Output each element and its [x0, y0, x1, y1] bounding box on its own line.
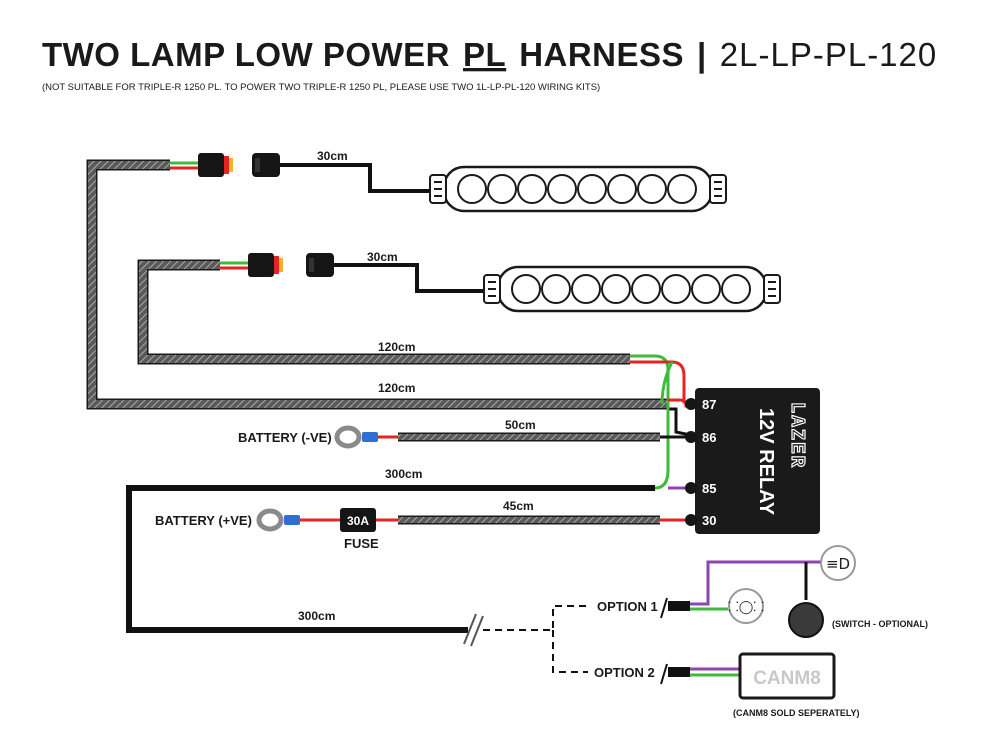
svg-text:⸬◯⸬: ⸬◯⸬ — [728, 600, 764, 615]
cable-break-mark — [463, 613, 477, 645]
lamp2-lead — [334, 263, 492, 293]
title-note: (NOT SUITABLE FOR TRIPLE-R 1250 PL. TO P… — [42, 82, 600, 93]
relay-label: 12V RELAY — [755, 408, 777, 516]
light-bar-icon — [482, 265, 782, 313]
title-main: TWO LAMP LOW POWER — [42, 36, 450, 73]
svg-text:≡D: ≡D — [826, 555, 850, 573]
lamp2-harness — [139, 261, 630, 363]
switch-lead-bottom-length: 300cm — [298, 609, 335, 623]
lamp1-harness-length: 120cm — [378, 381, 415, 395]
switch-note: (SWITCH - OPTIONAL) — [832, 619, 928, 629]
relay-brand: LAZER — [786, 402, 808, 469]
lamp1-female-plug — [198, 153, 233, 177]
title-harness: HARNESS — [519, 36, 684, 73]
switch-lead-top-length: 300cm — [385, 467, 422, 481]
lamp1-harness — [88, 161, 668, 408]
canm8-label: CANM8 — [753, 668, 821, 689]
lamp1-male-plug — [252, 153, 280, 177]
lamp2-harness-length: 120cm — [378, 340, 415, 354]
page-title: TWO LAMP LOW POWER PL HARNESS | 2L-LP-PL… — [42, 36, 937, 73]
lamp2-male-plug — [306, 253, 334, 277]
relay-body — [695, 388, 820, 534]
headlight-icon — [820, 545, 856, 581]
option1-label: OPTION 1 — [597, 599, 658, 614]
lamp1-lead-length: 30cm — [317, 149, 348, 163]
switch-icon[interactable] — [788, 602, 824, 638]
ring-terminal-icon — [334, 425, 362, 449]
switch-lead — [126, 485, 655, 633]
relay-pin-86: 86 — [702, 430, 716, 445]
fuse-icon — [340, 508, 376, 532]
lamp1-lead — [280, 163, 440, 193]
light-bar-icon — [428, 165, 728, 213]
lamp2-female-plug — [248, 253, 283, 277]
title-code: 2L-LP-PL-120 — [720, 36, 937, 73]
lamp2-lead-length: 30cm — [367, 250, 398, 264]
battery-pos-label: BATTERY (+VE) — [155, 513, 252, 528]
ring-terminal-icon — [256, 508, 284, 532]
sidelight-icon — [728, 588, 764, 624]
relay-pin-85: 85 — [702, 481, 716, 496]
title-pl: PL — [463, 36, 506, 73]
canm8-module — [738, 652, 836, 700]
fuse-rating: 30A — [347, 514, 369, 528]
title-separator: | — [697, 36, 707, 73]
relay-pin-87: 87 — [702, 397, 716, 412]
ground-lead-length: 50cm — [505, 418, 536, 432]
fuse-label: FUSE — [344, 536, 379, 551]
relay-pin-30: 30 — [702, 513, 716, 528]
battery-pos-lead-length: 45cm — [503, 499, 534, 513]
canm8-note: (CANM8 SOLD SEPERATELY) — [733, 708, 860, 718]
battery-neg-label: BATTERY (-VE) — [238, 430, 332, 445]
option2-label: OPTION 2 — [594, 665, 655, 680]
